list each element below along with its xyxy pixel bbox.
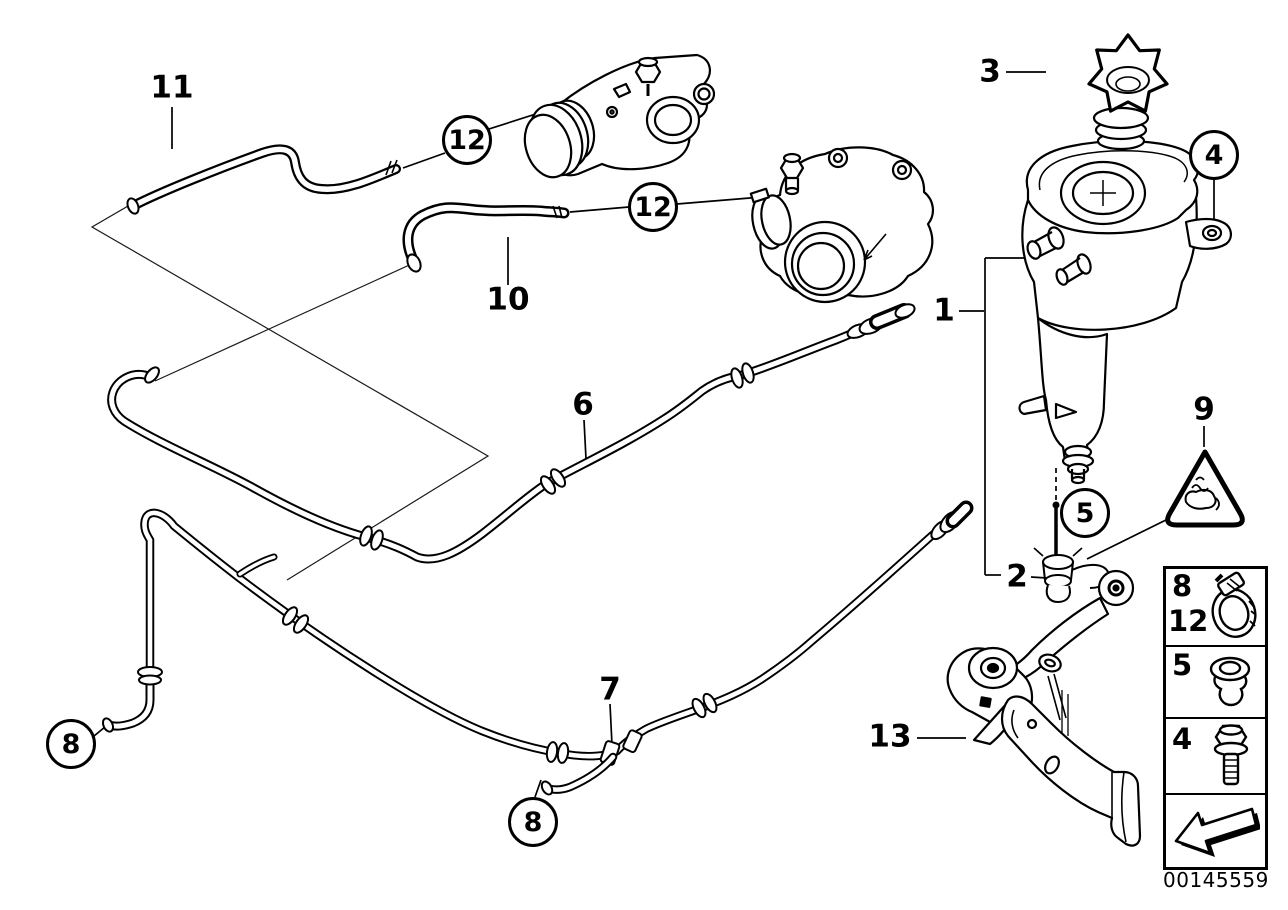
flange-bolt-icon (1213, 724, 1249, 786)
callout-10[interactable]: 10 (486, 281, 530, 318)
callout-9[interactable]: 9 (1193, 391, 1215, 428)
legend-label-12: 12 (1168, 604, 1209, 638)
callout-6[interactable]: 6 (572, 386, 594, 423)
legend-row-rivet: 5 (1166, 647, 1265, 719)
bracket-13-art (946, 569, 1142, 847)
direction-arrow-icon (1174, 807, 1260, 857)
construction-lines (90, 205, 490, 581)
legend-table: 8 12 5 4 (1163, 566, 1268, 870)
callout-3[interactable]: 3 (979, 53, 1001, 90)
diagram-number: 00145559 (1163, 868, 1269, 892)
callout-11[interactable]: 11 (150, 69, 194, 106)
expansion-tank-art (1018, 106, 1232, 485)
expansion-rivet-icon (1209, 656, 1251, 707)
hose-clamp-icon (1211, 571, 1257, 638)
coolant-pump-art (749, 146, 934, 304)
callout-2[interactable]: 2 (1006, 558, 1028, 595)
callout-7[interactable]: 7 (599, 671, 621, 708)
legend-row-clamp: 8 12 (1166, 569, 1265, 647)
return-pipe-7-art (101, 500, 974, 796)
callout-13[interactable]: 13 (868, 718, 912, 755)
legend-row-direction (1166, 795, 1265, 864)
callout-8-a[interactable]: 8 (46, 719, 96, 769)
legend-label-5: 5 (1172, 648, 1193, 682)
callout-1[interactable]: 1 (933, 292, 955, 329)
legend-row-bolt: 4 (1166, 719, 1265, 795)
pipe-6-art (107, 303, 916, 564)
thermostat-housing-art (523, 53, 716, 179)
callout-5[interactable]: 5 (1060, 488, 1110, 538)
callout-4[interactable]: 4 (1189, 130, 1239, 180)
callout-8-b[interactable]: 8 (508, 797, 558, 847)
legend-label-8: 8 (1172, 569, 1193, 603)
hose-11-art (126, 144, 401, 215)
callout-12-b[interactable]: 12 (628, 182, 678, 232)
tank-cap-art (1087, 33, 1169, 113)
hose-10-art (402, 202, 570, 273)
leader-lines (93, 71, 1215, 798)
callout-12-a[interactable]: 12 (442, 115, 492, 165)
hot-steam-warning-triangle-icon (1165, 449, 1245, 528)
legend-label-4: 4 (1172, 722, 1193, 756)
